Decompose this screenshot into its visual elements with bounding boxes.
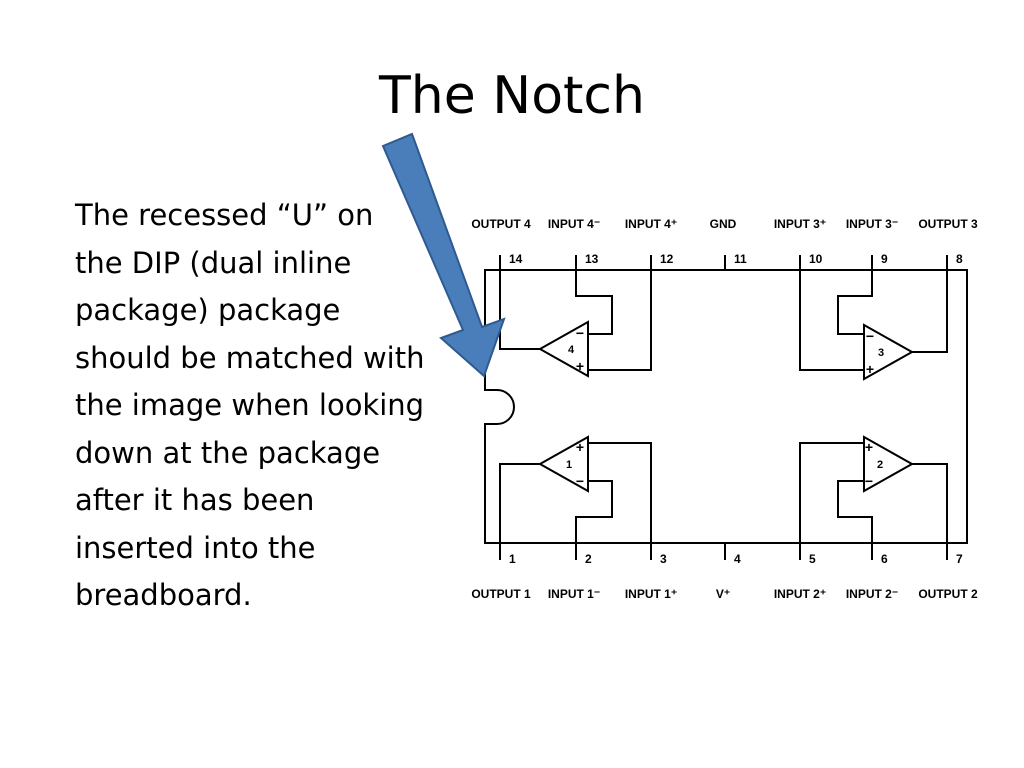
opamp-3-triangle <box>863 323 915 381</box>
top-pin-number: 11 <box>734 252 747 266</box>
arrow-pointer-icon <box>381 132 506 378</box>
top-pin-stubs <box>499 255 948 270</box>
opamp-input-sign: − <box>576 325 584 341</box>
bottom-pin-number: 4 <box>734 552 741 566</box>
slide-title: The Notch <box>379 66 645 126</box>
top-pin-number: 14 <box>509 252 523 266</box>
opamp-1-wiring <box>499 442 652 543</box>
bottom-pin-number: 5 <box>809 552 816 566</box>
opamp-input-sign: − <box>865 473 873 489</box>
bottom-pin-number: 3 <box>660 552 667 566</box>
top-pin-number: 12 <box>660 252 674 266</box>
opamp-4-wiring <box>499 270 652 371</box>
top-pin-label: OUTPUT 3 <box>918 217 978 231</box>
top-pin-number: 10 <box>809 252 823 266</box>
top-pin-label: INPUT 4⁻ <box>548 217 600 231</box>
top-pin-label: INPUT 3⁻ <box>846 217 898 231</box>
bottom-pin-label: INPUT 1⁻ <box>548 587 600 601</box>
ic-body <box>484 255 968 560</box>
bottom-pin-label: OUTPUT 1 <box>471 587 531 601</box>
opamp-input-sign: + <box>576 439 584 455</box>
bottom-pin-label: INPUT 2⁻ <box>846 587 898 601</box>
opamp-input-sign: + <box>865 439 873 455</box>
opamp-input-sign: − <box>866 328 874 344</box>
top-pin-number: 8 <box>956 252 963 266</box>
opamp-number: 1 <box>566 459 572 471</box>
opamp-1-triangle <box>537 435 589 493</box>
top-pin-number: 13 <box>585 252 599 266</box>
bottom-pin-label: INPUT 1⁺ <box>625 587 677 601</box>
bottom-pin-number: 6 <box>881 552 888 566</box>
bottom-pin-label: OUTPUT 2 <box>918 587 978 601</box>
opamp-2-wiring <box>799 442 948 543</box>
top-pin-number: 9 <box>881 252 888 266</box>
opamp-number: 2 <box>877 459 883 471</box>
top-pin-label: GND <box>710 217 737 231</box>
bottom-pin-number: 2 <box>585 552 592 566</box>
opamp-input-sign: + <box>576 358 584 374</box>
opamp-number: 4 <box>568 344 575 356</box>
opamp-2-triangle <box>863 435 915 493</box>
bottom-pin-number: 7 <box>956 552 963 566</box>
bottom-pin-stubs <box>499 543 948 560</box>
bottom-pin-number: 1 <box>509 552 516 566</box>
opamp-4-triangle <box>537 320 589 378</box>
slide-body-text: The recessed “U” on the DIP (dual inline… <box>75 198 425 612</box>
opamp-input-sign: − <box>576 473 584 489</box>
opamp-3-wiring <box>799 270 948 371</box>
bottom-pin-label: INPUT 2⁺ <box>774 587 826 601</box>
top-pin-label: INPUT 4⁺ <box>625 217 677 231</box>
top-pin-label: INPUT 3⁺ <box>774 217 826 231</box>
bottom-pin-label: V⁺ <box>716 587 730 601</box>
opamp-input-sign: + <box>866 361 874 377</box>
top-pin-label: OUTPUT 4 <box>471 217 531 231</box>
opamp-number: 3 <box>878 347 884 359</box>
package-outline-with-notch <box>484 269 968 544</box>
